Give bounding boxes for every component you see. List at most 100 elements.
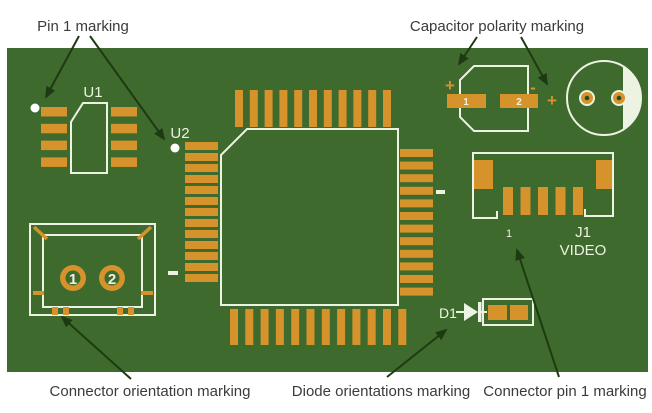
u1-pads-right-pad — [111, 157, 137, 167]
d1-pad2 — [510, 305, 528, 320]
u1-pads-left-pad — [41, 107, 67, 117]
u2-pads-left-pad — [185, 175, 218, 183]
u2-body-outline — [220, 128, 399, 306]
u1-body-outline — [70, 102, 108, 174]
u2-pads-left-pad — [185, 219, 218, 227]
j1-pin-pads-pad — [538, 187, 548, 215]
u2-pads-top-pad — [249, 90, 258, 127]
u2-pads-bottom-pad — [367, 309, 376, 345]
arrow-orientation-to-connector — [60, 315, 132, 380]
u2-pads-top-pad — [353, 90, 362, 127]
u2-pads-left-pad — [185, 208, 218, 216]
u2-pads-left-pad — [185, 186, 218, 194]
u2-left-dash-marking — [168, 271, 178, 275]
u1-pads-left — [41, 107, 67, 167]
u2-pads-right-pad — [400, 287, 433, 296]
electrolytic-pad1-hole — [584, 95, 590, 101]
smd-capacitor-pad2-number: 2 — [516, 97, 522, 108]
arrow-pin1-to-j1 — [515, 248, 560, 378]
u2-pads-bottom-pad — [245, 309, 254, 345]
u2-pads-top-pad — [294, 90, 303, 127]
annotation-connector-orientation-marking: Connector orientation marking — [50, 383, 251, 400]
j1-pin1-marking: 1 — [506, 228, 512, 240]
j1-outline — [472, 152, 614, 219]
electrolytic-body-outline — [566, 60, 642, 136]
u2-pads-left — [185, 142, 218, 282]
u2-pads-left-pad — [185, 263, 218, 271]
component-u1: U1 — [30, 84, 137, 174]
j1-mount-pad-left — [473, 160, 493, 189]
smd-capacitor-outline — [459, 65, 529, 132]
u2-pads-left-pad — [185, 274, 218, 282]
u2-right-dash-marking — [436, 190, 445, 194]
u2-pads-left-pad — [185, 153, 218, 161]
connector-outer-outline — [29, 223, 156, 316]
u2-pads-bottom-pad — [321, 309, 330, 345]
u2-pads-top-pad — [383, 90, 391, 127]
arrow-orientation-to-diode — [386, 328, 448, 378]
smd-capacitor-pad1 — [447, 94, 486, 108]
connector-bottom-tick — [128, 307, 134, 315]
u2-pads-bottom-pad — [260, 309, 269, 345]
u2-pads-top-pad — [368, 90, 377, 127]
u2-pads-left-pad — [185, 142, 218, 150]
connector-orientation-mark-left — [32, 225, 49, 241]
electrolytic-polarity-crescent — [623, 66, 641, 130]
smd-capacitor-plus-marking: + — [445, 76, 455, 95]
u2-pads-left-pad — [185, 252, 218, 260]
callout-arrows — [45, 35, 560, 380]
u2-pads-bottom-pad — [337, 309, 346, 345]
component-connector: 1 2 — [29, 223, 156, 316]
d1-outline — [482, 298, 534, 326]
u1-pads-right-pad — [111, 107, 137, 117]
arrow-polarity-to-smd-cap — [457, 36, 478, 66]
component-d1: D1 — [439, 298, 534, 326]
u2-pads-left-pad — [185, 197, 218, 205]
u1-pin1-dot — [30, 103, 40, 113]
u2-pads-bottom-pad — [383, 309, 391, 345]
j1-label: VIDEO — [560, 242, 607, 259]
u2-pads-top-pad — [264, 90, 273, 127]
u2-pads-bottom — [230, 309, 407, 345]
component-j1: 1 J1 VIDEO — [472, 152, 614, 259]
arrow-pin1-to-u1 — [45, 35, 80, 99]
j1-pin-pads-pad — [573, 187, 583, 215]
connector-orientation-mark-right — [136, 225, 153, 241]
component-smd-capacitor: 1 2 + - — [445, 65, 538, 132]
u2-pads-top-pad — [279, 90, 288, 127]
u2-pads-top-pad — [309, 90, 317, 127]
connector-side-tick-left — [33, 291, 44, 295]
arrow-polarity-to-tht-cap — [520, 36, 548, 86]
u1-refdes: U1 — [83, 84, 102, 101]
u2-pads-right-pad — [400, 249, 433, 258]
u2-pads-top-pad — [338, 90, 347, 127]
j1-mount-pad-right — [596, 160, 613, 189]
u2-pads-right-pad — [400, 149, 433, 157]
connector-pad1-number: 1 — [69, 271, 77, 288]
u2-pin1-dot — [170, 143, 180, 153]
u2-pads-right-pad — [400, 199, 433, 208]
component-u2: U2 — [168, 90, 445, 345]
u2-pads-right-pad — [400, 161, 433, 170]
u2-pads-bottom-pad — [306, 309, 315, 345]
u1-pads-right-pad — [111, 123, 137, 134]
d1-refdes: D1 — [439, 305, 457, 321]
annotation-labels: Pin 1 marking Capacitor polarity marking… — [37, 18, 647, 400]
connector-pad2-hole — [104, 270, 120, 286]
annotation-connector-pin1-marking: Connector pin 1 marking — [483, 383, 646, 400]
u2-pads-right-pad — [400, 212, 433, 220]
electrolytic-plus-marking: + — [547, 91, 557, 110]
annotation-capacitor-polarity-marking: Capacitor polarity marking — [410, 18, 584, 35]
u1-pads-right — [111, 107, 137, 167]
u2-pads-right-pad — [400, 262, 433, 271]
u2-pads-top-pad — [323, 90, 332, 127]
component-electrolytic-capacitor: + — [547, 60, 642, 136]
u2-pads-right-pad — [400, 237, 433, 246]
connector-bottom-tick — [52, 307, 58, 315]
u1-pads-right-pad — [111, 140, 137, 151]
u2-pads-bottom-pad — [291, 309, 300, 345]
smd-capacitor-minus-marking: - — [530, 78, 536, 97]
connector-inner-outline — [42, 234, 143, 308]
d1-pad1 — [488, 305, 507, 320]
annotation-diode-orientations-marking: Diode orientations marking — [292, 383, 470, 400]
